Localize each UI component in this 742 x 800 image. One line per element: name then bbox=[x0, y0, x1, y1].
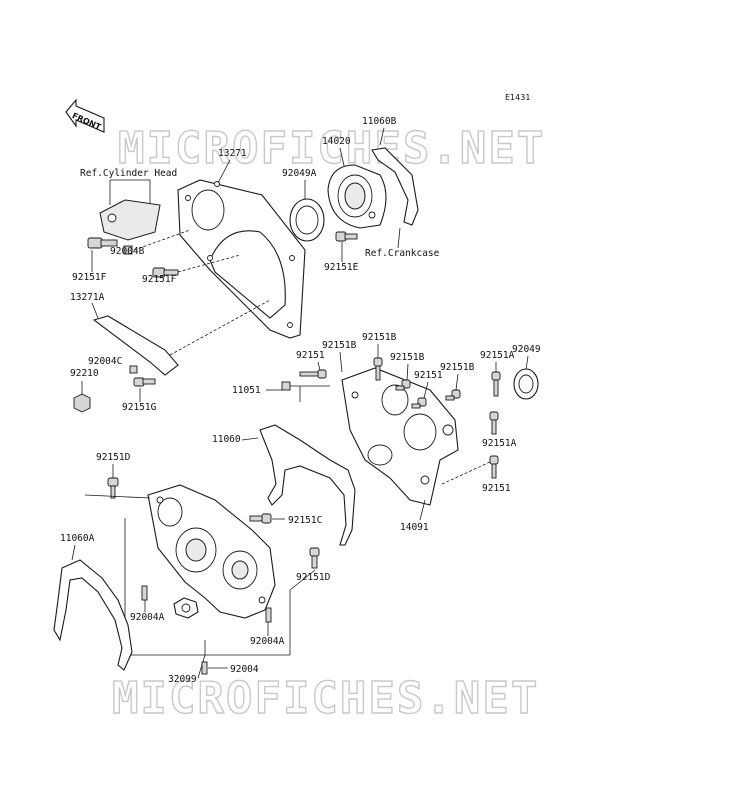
label-92151g: 92151G bbox=[122, 402, 157, 413]
gasket-11060 bbox=[259, 424, 356, 546]
label-92004: 92004 bbox=[230, 664, 259, 675]
bolt-92004c bbox=[129, 365, 138, 374]
bolt-92151d-b bbox=[309, 547, 320, 569]
bolt-92151-a bbox=[299, 369, 327, 379]
oil-filler-cap bbox=[173, 597, 199, 619]
label-92151-a: 92151 bbox=[296, 350, 325, 361]
label-92004a-b: 92004A bbox=[250, 636, 285, 647]
label-92004a-a: 92004A bbox=[130, 612, 165, 623]
label-92151b-d: 92151B bbox=[440, 362, 475, 373]
label-92151c: 92151C bbox=[288, 515, 322, 526]
housing-14020 bbox=[327, 164, 387, 229]
label-11051: 11051 bbox=[232, 385, 261, 396]
label-14020: 14020 bbox=[322, 136, 351, 147]
label-92151d-a: 92151D bbox=[96, 452, 131, 463]
oil-seal-92049a bbox=[289, 198, 325, 242]
label-32099: 32099 bbox=[168, 674, 197, 685]
stud-92004a-a bbox=[141, 585, 148, 601]
label-92151a-a: 92151A bbox=[480, 350, 515, 361]
front-arrow-icon: FRONT bbox=[65, 98, 105, 133]
label-92151e: 92151E bbox=[324, 262, 359, 273]
bolt-92151f-b bbox=[152, 267, 179, 278]
bolt-92151e bbox=[335, 231, 358, 242]
diagram-code: E1431 bbox=[505, 93, 530, 102]
bolt-92004b bbox=[123, 245, 133, 255]
label-92049a: 92049A bbox=[282, 168, 317, 179]
nut-92210 bbox=[73, 393, 91, 413]
label-92210: 92210 bbox=[70, 368, 99, 379]
label-13271: 13271 bbox=[218, 148, 247, 159]
bolt-92151-c bbox=[489, 455, 499, 479]
label-13271a: 13271A bbox=[70, 292, 105, 303]
gasket-11060b bbox=[371, 147, 419, 226]
bracket-13271a bbox=[92, 315, 179, 376]
label-92151a-b: 92151A bbox=[482, 438, 517, 449]
label-11060: 11060 bbox=[212, 434, 241, 445]
bolt-92151b-c bbox=[395, 379, 411, 391]
rear-plate-13271 bbox=[177, 179, 306, 339]
ref-crankcase-label: Ref.Crankcase bbox=[365, 248, 440, 259]
bolt-92151b-d bbox=[445, 389, 461, 401]
watermark-top: MICROFICHES.NET bbox=[118, 123, 545, 174]
label-92151d-b: 92151D bbox=[296, 572, 331, 583]
bolt-92151-b bbox=[411, 397, 427, 409]
stud-92004a-b bbox=[265, 607, 272, 623]
bolt-92151f-a bbox=[87, 237, 118, 249]
cylinder-head-bracket bbox=[99, 199, 161, 241]
ref-cylinder-head-label: Ref.Cylinder Head bbox=[80, 168, 177, 179]
label-92151-c: 92151 bbox=[482, 483, 511, 494]
bolt-92151c bbox=[249, 513, 272, 524]
bolt-92151d-a bbox=[107, 477, 119, 499]
label-92004b: 92004B bbox=[110, 246, 145, 257]
watermark-bottom: MICROFICHES.NET bbox=[112, 673, 539, 724]
front-case-14091 bbox=[341, 367, 459, 506]
label-92151f-b: 92151F bbox=[142, 274, 177, 285]
label-14091: 14091 bbox=[400, 522, 429, 533]
label-92151b-c: 92151B bbox=[390, 352, 425, 363]
label-92151b-b: 92151B bbox=[362, 332, 397, 343]
pipe-11051 bbox=[281, 381, 330, 402]
label-92151-b: 92151 bbox=[414, 370, 443, 381]
oil-seal-92049 bbox=[513, 368, 539, 400]
label-11060a: 11060A bbox=[60, 533, 95, 544]
label-11060b: 11060B bbox=[362, 116, 397, 127]
bolt-92151a-b bbox=[489, 411, 499, 435]
label-92151f-a: 92151F bbox=[72, 272, 107, 283]
bolt-92151a-a bbox=[491, 371, 501, 397]
bolt-92151g bbox=[133, 377, 156, 387]
stud-92004 bbox=[201, 661, 208, 675]
label-92049: 92049 bbox=[512, 344, 541, 355]
label-92004c: 92004C bbox=[88, 356, 122, 367]
front-cover-32099 bbox=[147, 484, 276, 619]
label-92151b-a: 92151B bbox=[322, 340, 357, 351]
gasket-11060a bbox=[53, 559, 133, 671]
bolt-92151b-b bbox=[373, 357, 383, 381]
